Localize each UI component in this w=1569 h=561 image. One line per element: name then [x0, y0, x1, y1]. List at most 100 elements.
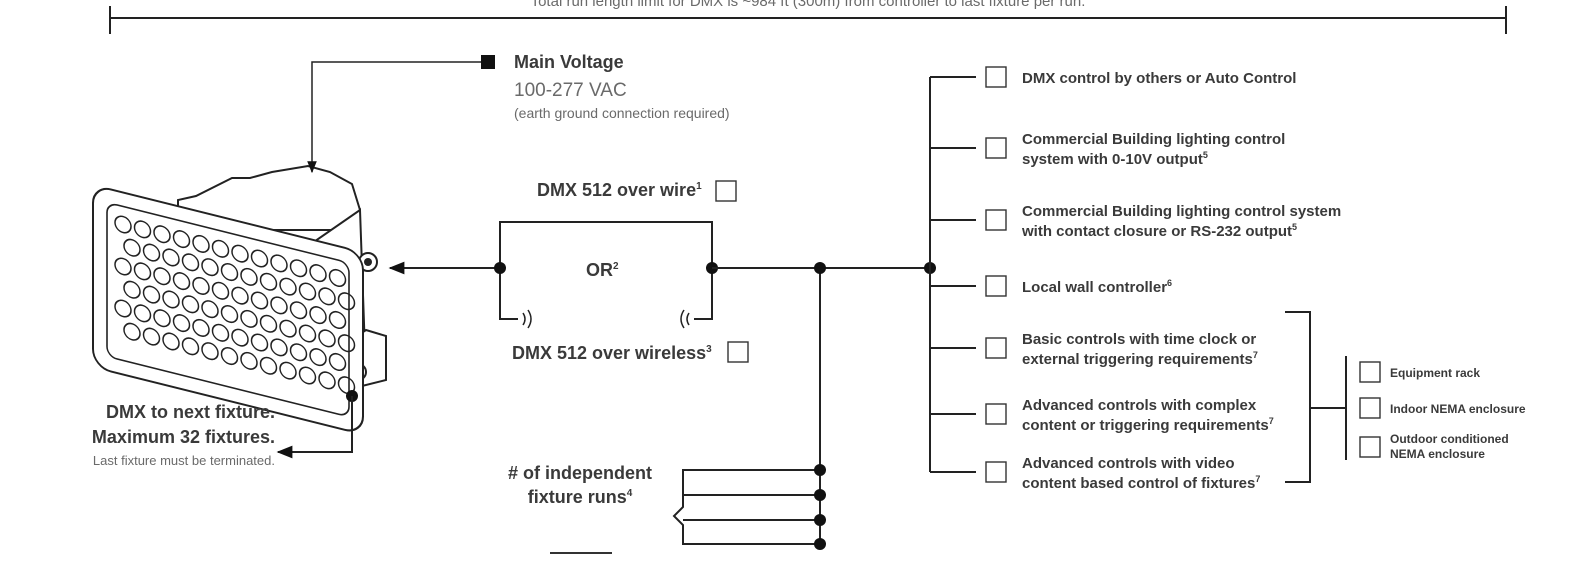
led-emitter	[298, 282, 317, 301]
control-option-checkbox[interactable]	[985, 66, 1007, 88]
dmx-wireless-label: DMX 512 over wireless3	[512, 343, 712, 363]
control-bus: # of independent fixture runs4	[508, 262, 936, 554]
led-emitter	[153, 225, 171, 244]
led-emitter	[337, 292, 356, 311]
led-emitter	[172, 230, 191, 249]
control-option-label: DMX control by others or Auto Control	[1022, 70, 1296, 87]
control-option-label: content or triggering requirements7	[1022, 416, 1274, 434]
led-emitter	[318, 371, 336, 390]
led-emitter	[153, 267, 171, 286]
led-emitter	[298, 366, 317, 385]
led-emitter	[181, 295, 200, 314]
dmx-wire-checkbox[interactable]	[715, 180, 737, 202]
led-emitter	[123, 280, 141, 299]
run-length-note: Total run length limit for DMX is ~984 f…	[531, 0, 1086, 10]
led-emitter	[259, 314, 278, 333]
led-emitter	[250, 291, 269, 310]
led-emitter	[201, 342, 219, 361]
next-fixture-group: DMX to next fixture. Maximum 32 fixtures…	[92, 390, 358, 468]
control-option-checkbox[interactable]	[985, 209, 1007, 231]
led-emitter	[201, 258, 219, 277]
dmx-wireless-checkbox[interactable]	[727, 341, 749, 363]
led-array	[114, 215, 356, 395]
enclosure-option-label: NEMA enclosure	[1390, 447, 1485, 461]
led-emitter	[240, 267, 258, 286]
led-emitter	[192, 276, 210, 295]
control-option-checkbox[interactable]	[985, 137, 1007, 159]
next-fixture-line2: Maximum 32 fixtures.	[92, 427, 275, 447]
control-option-checkbox[interactable]	[985, 403, 1007, 425]
main-voltage-group: Main Voltage 100-277 VAC (earth ground c…	[307, 52, 730, 174]
control-option-checkbox[interactable]	[985, 337, 1007, 359]
led-emitter	[309, 264, 327, 283]
led-emitter	[259, 356, 278, 375]
control-option-label: with contact closure or RS-232 output5	[1021, 222, 1297, 240]
led-emitter	[133, 220, 152, 239]
led-emitter	[270, 254, 288, 273]
enclosure-option-label: Equipment rack	[1390, 366, 1480, 380]
led-emitter	[250, 249, 269, 268]
main-voltage-terminal	[481, 55, 495, 69]
led-emitter	[201, 300, 219, 319]
led-emitter	[318, 287, 336, 306]
led-emitter	[142, 243, 161, 262]
enclosure-option-label: Outdoor conditioned	[1390, 432, 1509, 446]
led-emitter	[162, 248, 180, 267]
led-emitter	[279, 319, 297, 338]
led-emitter	[289, 259, 308, 278]
enclosure-option-checkbox[interactable]	[1359, 436, 1381, 458]
control-option-label: content based control of fixtures7	[1022, 474, 1260, 492]
led-emitter	[114, 257, 132, 276]
control-option-label: Advanced controls with complex	[1022, 397, 1257, 414]
control-option-label: Advanced controls with video	[1022, 455, 1235, 472]
control-options: DMX control by others or Auto ControlCom…	[929, 66, 1526, 492]
next-fixture-line1: DMX to next fixture.	[106, 402, 275, 422]
led-emitter	[337, 376, 356, 395]
dmx-connection-group: DMX 512 over wire1 OR2 DMX 512 over wire…	[388, 180, 749, 363]
led-emitter	[318, 329, 336, 348]
control-option-label: Commercial Building lighting control sys…	[1022, 203, 1341, 220]
led-emitter	[133, 262, 152, 281]
led-emitter	[172, 272, 191, 291]
led-emitter	[142, 285, 161, 304]
control-option-label: external triggering requirements7	[1022, 350, 1258, 368]
led-emitter	[211, 281, 230, 300]
led-emitter	[231, 286, 249, 305]
wireless-signal-icon	[522, 312, 526, 326]
control-option-checkbox[interactable]	[985, 275, 1007, 297]
control-option-label: Basic controls with time clock or	[1022, 331, 1256, 348]
led-emitter	[220, 263, 239, 282]
led-emitter	[192, 234, 210, 253]
led-emitter	[162, 290, 180, 309]
led-emitter	[240, 351, 258, 370]
led-emitter	[220, 305, 239, 324]
led-emitter	[289, 301, 308, 320]
led-emitter	[181, 337, 200, 356]
led-emitter	[211, 239, 230, 258]
led-emitter	[172, 314, 191, 333]
led-emitter	[328, 268, 347, 287]
led-emitter	[153, 309, 171, 328]
next-fixture-line3: Last fixture must be terminated.	[93, 453, 275, 468]
led-emitter	[114, 299, 132, 318]
runs-label-line2: fixture runs4	[528, 487, 633, 507]
led-emitter	[181, 253, 200, 272]
led-emitter	[259, 272, 278, 291]
control-option-checkbox[interactable]	[985, 461, 1007, 483]
control-option-label: Commercial Building lighting control	[1022, 131, 1285, 148]
run-length-dimension: Total run length limit for DMX is ~984 f…	[109, 0, 1507, 34]
led-fixture-illustration	[92, 164, 387, 432]
enclosure-option-checkbox[interactable]	[1359, 397, 1381, 419]
enclosure-option-checkbox[interactable]	[1359, 361, 1381, 383]
led-emitter	[114, 215, 132, 234]
led-emitter	[337, 334, 356, 353]
led-emitter	[192, 318, 210, 337]
led-emitter	[240, 309, 258, 328]
led-emitter	[220, 347, 239, 366]
led-emitter	[123, 322, 141, 341]
runs-label-line1: # of independent	[508, 463, 652, 483]
led-emitter	[279, 277, 297, 296]
enclosure-option-label: Indoor NEMA enclosure	[1390, 402, 1526, 416]
main-voltage-title: Main Voltage	[514, 52, 624, 72]
